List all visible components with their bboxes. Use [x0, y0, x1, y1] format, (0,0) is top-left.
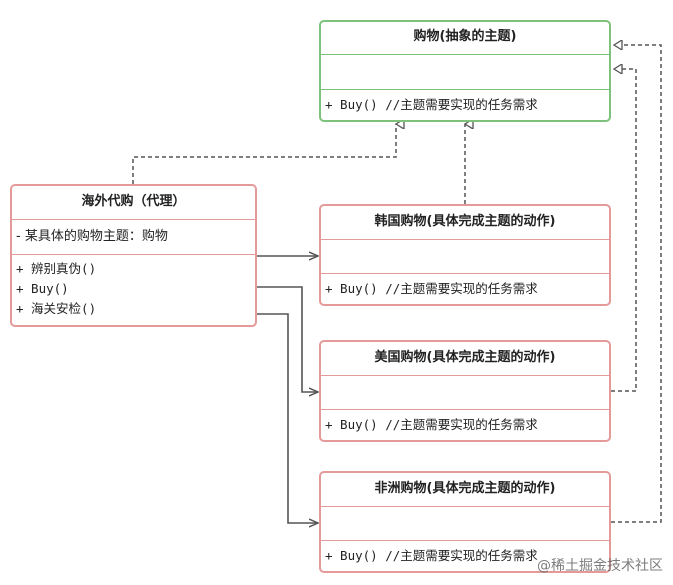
proxy-method: + 辨别真伪(): [16, 261, 97, 276]
proxy-class: 海外代购（代理） - 某具体的购物主题：购物 + 辨别真伪() + Buy() …: [10, 184, 257, 327]
africa-shopping-method: + Buy() //主题需要实现的任务需求: [325, 548, 538, 563]
america-shopping-class: 美国购物(具体完成主题的动作) + Buy() //主题需要实现的任务需求: [319, 340, 611, 442]
abstract-subject-title: 购物(抽象的主题): [413, 29, 517, 44]
abstract-subject-class: 购物(抽象的主题) + Buy() //主题需要实现的任务需求: [319, 20, 611, 122]
africa-shopping-class: 非洲购物(具体完成主题的动作) + Buy() //主题需要实现的任务需求: [319, 471, 611, 573]
korea-shopping-method: + Buy() //主题需要实现的任务需求: [325, 281, 538, 296]
watermark: @稀土掘金技术社区: [537, 558, 663, 574]
korea-shopping-class: 韩国购物(具体完成主题的动作) + Buy() //主题需要实现的任务需求: [319, 204, 611, 306]
america-shopping-method: + Buy() //主题需要实现的任务需求: [325, 417, 538, 432]
africa-shopping-title: 非洲购物(具体完成主题的动作): [374, 481, 556, 496]
america-realization-line: [611, 69, 637, 392]
proxy-america-association: [257, 286, 318, 392]
abstract-subject-attributes: [321, 54, 609, 89]
africa-realization-line: [611, 45, 662, 523]
korea-shopping-title: 韩国购物(具体完成主题的动作): [374, 214, 556, 229]
korea-shopping-attributes: [321, 239, 609, 273]
america-shopping-title: 美国购物(具体完成主题的动作): [374, 350, 556, 365]
proxy-attribute: - 某具体的购物主题：购物: [16, 229, 168, 244]
proxy-method: + 海关安检(): [16, 301, 97, 316]
america-shopping-attributes: [321, 375, 609, 409]
proxy-method: + Buy(): [16, 281, 69, 296]
proxy-africa-association: [257, 313, 318, 523]
proxy-title: 海外代购（代理）: [81, 194, 186, 209]
africa-shopping-attributes: [321, 506, 609, 540]
proxy-realization-line: [132, 124, 396, 184]
abstract-subject-method: + Buy() //主题需要实现的任务需求: [325, 97, 538, 112]
